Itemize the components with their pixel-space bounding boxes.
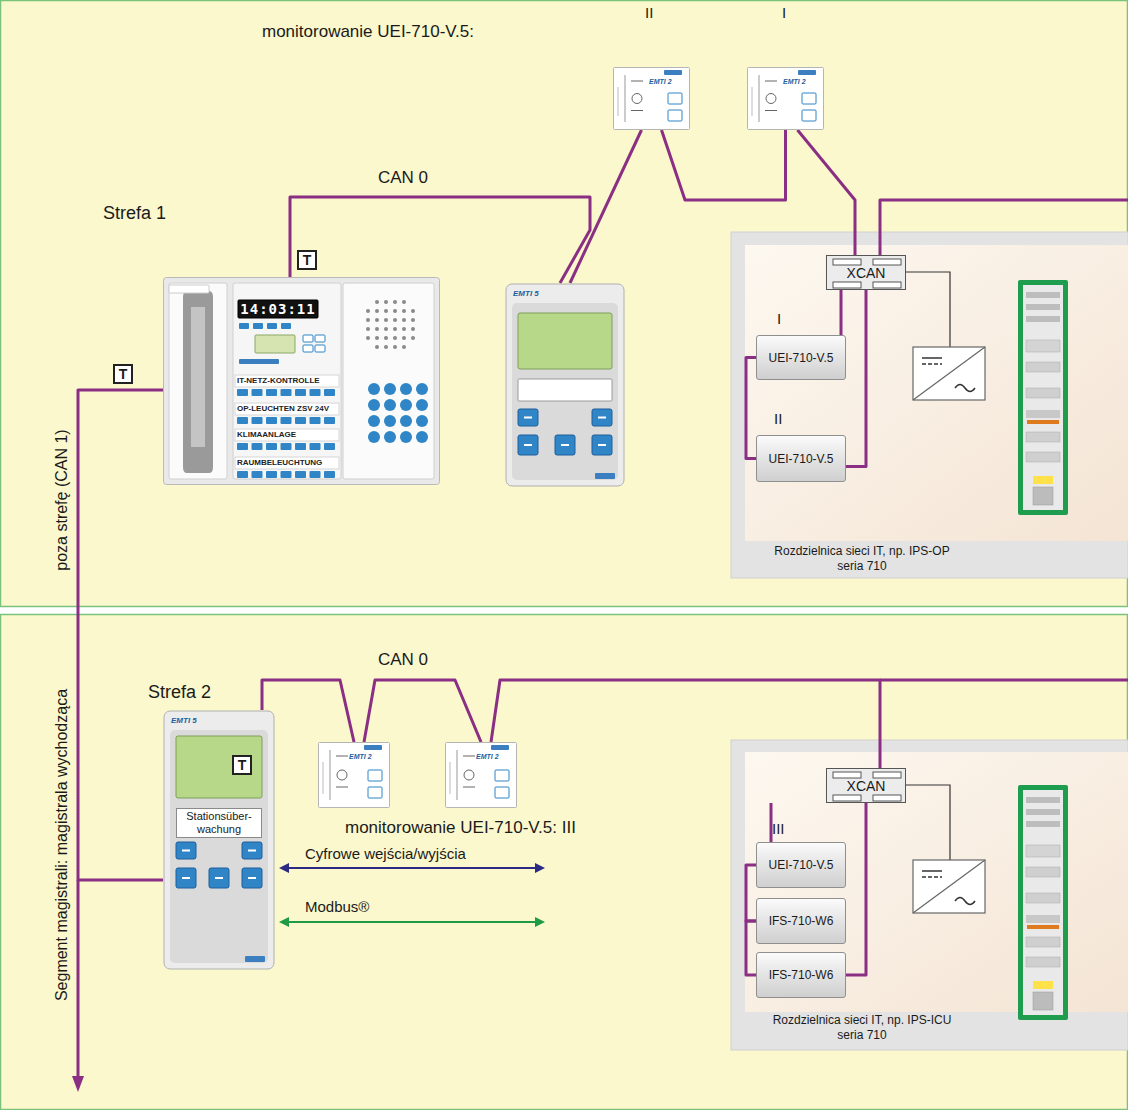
device-illustration <box>505 283 625 487</box>
heading-label: monitorowanie UEI-710-V.5: <box>262 22 474 42</box>
bus-line <box>570 130 642 283</box>
box-label: XCAN <box>847 778 886 794</box>
module-box: IFS-710-W6 <box>756 952 846 998</box>
bus-line <box>662 130 786 200</box>
roman-numeral: II <box>774 410 782 427</box>
bus-line <box>746 865 756 921</box>
zone-title: Strefa 1 <box>103 203 166 224</box>
terminator-mark: T <box>113 364 133 384</box>
board-caption: Rozdzielnica sieci IT, np. IPS-OP seria … <box>772 544 952 574</box>
device-logo: EMTI 2 <box>476 753 499 760</box>
emti2-device: EMTI 2 <box>747 67 824 130</box>
device-logo: EMTI 5 <box>171 716 197 725</box>
clock-display: 14:03:11 <box>238 300 318 318</box>
device-logo: EMTI 2 <box>783 78 806 85</box>
roman-numeral: III <box>772 820 785 837</box>
operator-panel: 14:03:11IT-NETZ-KONTROLLE OP-LEUCHTEN ZSV… <box>163 277 440 485</box>
module-label: UEI-710-V.5 <box>769 452 834 466</box>
distribution-board: Rozdzielnica sieci IT, np. IPS-ICU seria… <box>731 740 1128 1050</box>
terminator-mark: T <box>232 755 252 775</box>
bus-line <box>846 290 866 467</box>
panel-label: KLIMAANLAGE <box>235 429 341 441</box>
bus-line <box>840 290 843 335</box>
board-caption: Rozdzielnica sieci IT, np. IPS-ICU seria… <box>772 1013 952 1043</box>
bus-line <box>746 358 756 459</box>
bus-line <box>491 680 880 768</box>
panel-label: RAUMBELEUCHTUNG <box>235 457 341 469</box>
roman-numeral: II <box>645 4 653 21</box>
bus-note: Segment magistrali: magistrala wychodząc… <box>53 689 71 1001</box>
zone-band: Strefa 1 14:03:11IT-NETZ-KONTROLLE OP-LEUC… <box>0 0 1128 607</box>
device-illustration <box>318 742 390 808</box>
device-illustration <box>747 67 824 130</box>
roman-numeral: I <box>782 4 786 21</box>
emti5-device: EMTI 5 Stationsüber- wachung <box>163 710 275 970</box>
box-label: XCAN <box>847 265 886 281</box>
bus-line <box>78 390 163 880</box>
bus-note: poza strefę (CAN 1) <box>53 429 71 570</box>
module-label: IFS-710-W6 <box>769 914 834 928</box>
distribution-board: Rozdzielnica sieci IT, np. IPS-OP seria … <box>731 232 1128 578</box>
device-logo: EMTI 2 <box>649 78 672 85</box>
bus-line <box>746 921 756 975</box>
device-illustration <box>613 67 690 130</box>
zone-title: Strefa 2 <box>148 682 211 703</box>
bus-line <box>290 197 590 283</box>
device-logo: EMTI 5 <box>513 289 539 298</box>
module-label: UEI-710-V.5 <box>769 351 834 365</box>
bus-line <box>262 680 354 742</box>
device-logo: EMTI 2 <box>349 753 372 760</box>
interface-label: Cyfrowe wejścia/wyjścia <box>305 845 466 862</box>
bus-line <box>846 803 866 975</box>
bus-name: CAN 0 <box>378 168 428 188</box>
roman-numeral: I <box>777 310 781 327</box>
terminator-mark: T <box>297 250 317 270</box>
device-illustration <box>445 742 517 808</box>
module-box: UEI-710-V.5 <box>756 842 846 888</box>
device-illustration <box>163 710 275 970</box>
panel-label: OP-LEUCHTEN ZSV 24V <box>235 403 341 415</box>
xcan-box: XCAN <box>826 255 906 290</box>
heading-label: monitorowanie UEI-710-V.5: III <box>345 818 576 838</box>
panel-label: IT-NETZ-KONTROLLE <box>235 375 341 387</box>
module-label: IFS-710-W6 <box>769 968 834 982</box>
bus-line <box>364 680 481 742</box>
bus-line <box>798 130 856 255</box>
emti2-device: EMTI 2 <box>613 67 690 130</box>
module-box: IFS-710-W6 <box>756 898 846 944</box>
interface-label: Modbus® <box>305 898 369 915</box>
emti5-device: EMTI 5 <box>505 283 625 487</box>
module-box: UEI-710-V.5 <box>756 335 846 380</box>
emti2-device: EMTI 2 <box>318 742 390 808</box>
module-box: UEI-710-V.5 <box>756 435 846 482</box>
display-label: Stationsüber- wachung <box>176 808 262 838</box>
bus-line <box>770 803 773 842</box>
xcan-box: XCAN <box>826 768 906 803</box>
zone-band: Strefa 2EMTI 5Stationsüber- wachungEMTI … <box>0 615 1128 1110</box>
emti2-device: EMTI 2 <box>445 742 517 808</box>
module-label: UEI-710-V.5 <box>769 858 834 872</box>
bus-name: CAN 0 <box>378 650 428 670</box>
